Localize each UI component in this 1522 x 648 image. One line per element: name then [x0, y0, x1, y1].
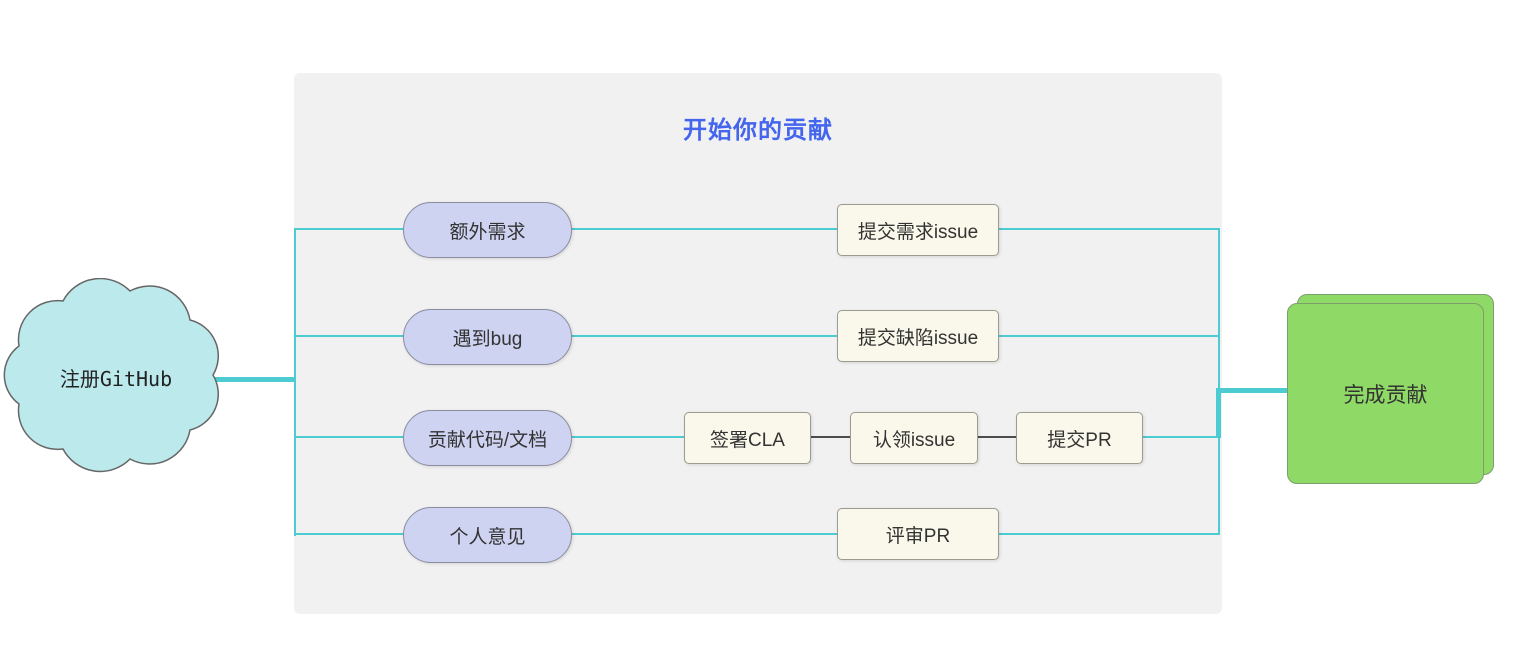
panel-title: 开始你的贡献 — [683, 117, 833, 144]
connector-row4-right — [998, 533, 1220, 535]
connector-claim-to-pr — [977, 436, 1017, 438]
connector-row3-right — [1142, 436, 1220, 438]
step-box-submit-defect-issue[interactable]: 提交缺陷issue — [837, 310, 999, 362]
step-box-claim-issue[interactable]: 认领issue — [850, 412, 978, 464]
connector-row4-left — [294, 533, 404, 535]
branch-pill-extra-requirement[interactable]: 额外需求 — [403, 202, 572, 258]
step-box-submit-pr[interactable]: 提交PR — [1016, 412, 1143, 464]
step-box-sign-cla[interactable]: 签署CLA — [684, 412, 811, 464]
connector-right-spine — [1218, 228, 1220, 535]
start-node-label: 注册GitHub — [59, 366, 173, 391]
connector-row1-right — [998, 228, 1220, 230]
connector-right-spine-thick — [1216, 388, 1221, 438]
step-box-review-pr[interactable]: 评审PR — [837, 508, 999, 560]
end-node[interactable]: 完成贡献 — [1287, 303, 1484, 484]
connector-row3-mid — [571, 436, 685, 438]
connector-exit-to-end — [1220, 388, 1287, 393]
start-node[interactable]: 注册GitHub — [0, 278, 232, 476]
branch-pill-personal-opinion[interactable]: 个人意见 — [403, 507, 572, 563]
connector-row1-left — [294, 228, 404, 230]
connector-left-spine — [294, 228, 296, 536]
connector-row2-left — [294, 335, 404, 337]
connector-row2-right — [998, 335, 1220, 337]
connector-row4-mid — [571, 533, 838, 535]
connector-row1-mid — [571, 228, 838, 230]
connector-row2-mid — [571, 335, 838, 337]
connector-start-to-panel — [214, 377, 296, 382]
branch-pill-contribute-code-docs[interactable]: 贡献代码/文档 — [403, 410, 572, 466]
branch-pill-found-bug[interactable]: 遇到bug — [403, 309, 572, 365]
step-box-submit-requirement-issue[interactable]: 提交需求issue — [837, 204, 999, 256]
connector-cla-to-claim — [810, 436, 851, 438]
cloud-icon — [3, 278, 220, 473]
connector-row3-left — [294, 436, 404, 438]
